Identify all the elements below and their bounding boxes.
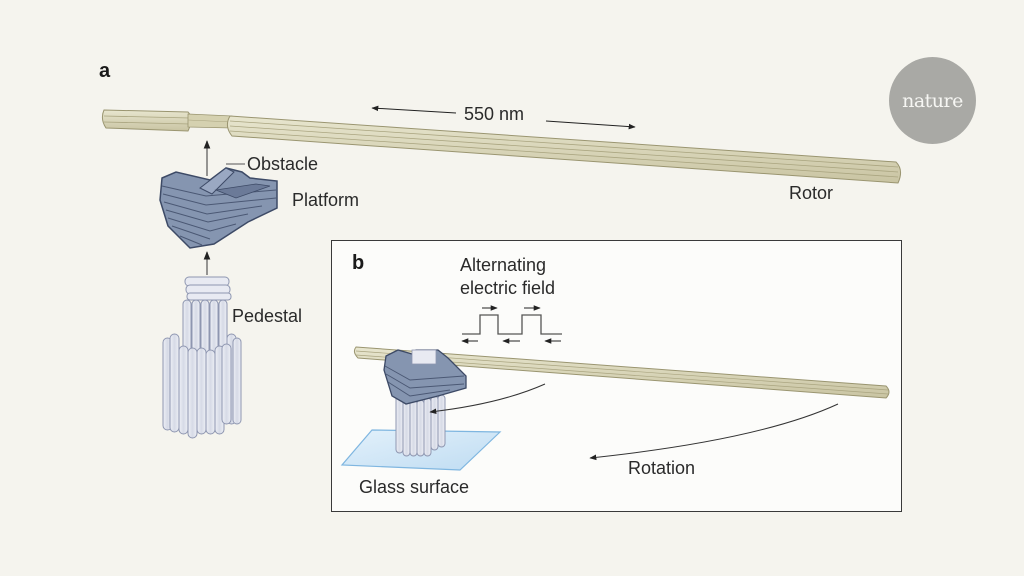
nature-logo: nature: [889, 57, 976, 144]
rotor-main-segment: [226, 115, 902, 184]
obstacle-label: Obstacle: [247, 154, 319, 174]
glass-surface-label: Glass surface: [359, 477, 470, 497]
electric-field-waveform: [461, 305, 562, 344]
field-label-line1: Alternating: [460, 255, 547, 275]
rotor-a: [101, 109, 902, 184]
nature-logo-text: nature: [902, 89, 963, 112]
scale-label: 550 nm: [464, 104, 525, 124]
pedestal-label: Pedestal: [232, 306, 303, 326]
rotation-label: Rotation: [628, 458, 696, 478]
scale-arrow-left: [371, 105, 457, 114]
pedestal-a: [162, 276, 242, 439]
platform-b: [383, 349, 467, 405]
platform-label: Platform: [292, 190, 360, 210]
rotor-b: [353, 346, 890, 399]
panel-a-letter: a: [99, 60, 111, 82]
field-label-line2: electric field: [460, 278, 556, 298]
platform-a: [159, 167, 278, 249]
rotor-left-segment: [101, 109, 192, 132]
pedestal-b: [395, 394, 446, 457]
panel-b-letter: b: [352, 252, 365, 274]
rotation-arrow-outer: [589, 403, 839, 461]
scale-arrow-right: [545, 120, 636, 130]
rotor-label: Rotor: [789, 183, 834, 203]
rotation-arrow-inner: [429, 383, 546, 415]
